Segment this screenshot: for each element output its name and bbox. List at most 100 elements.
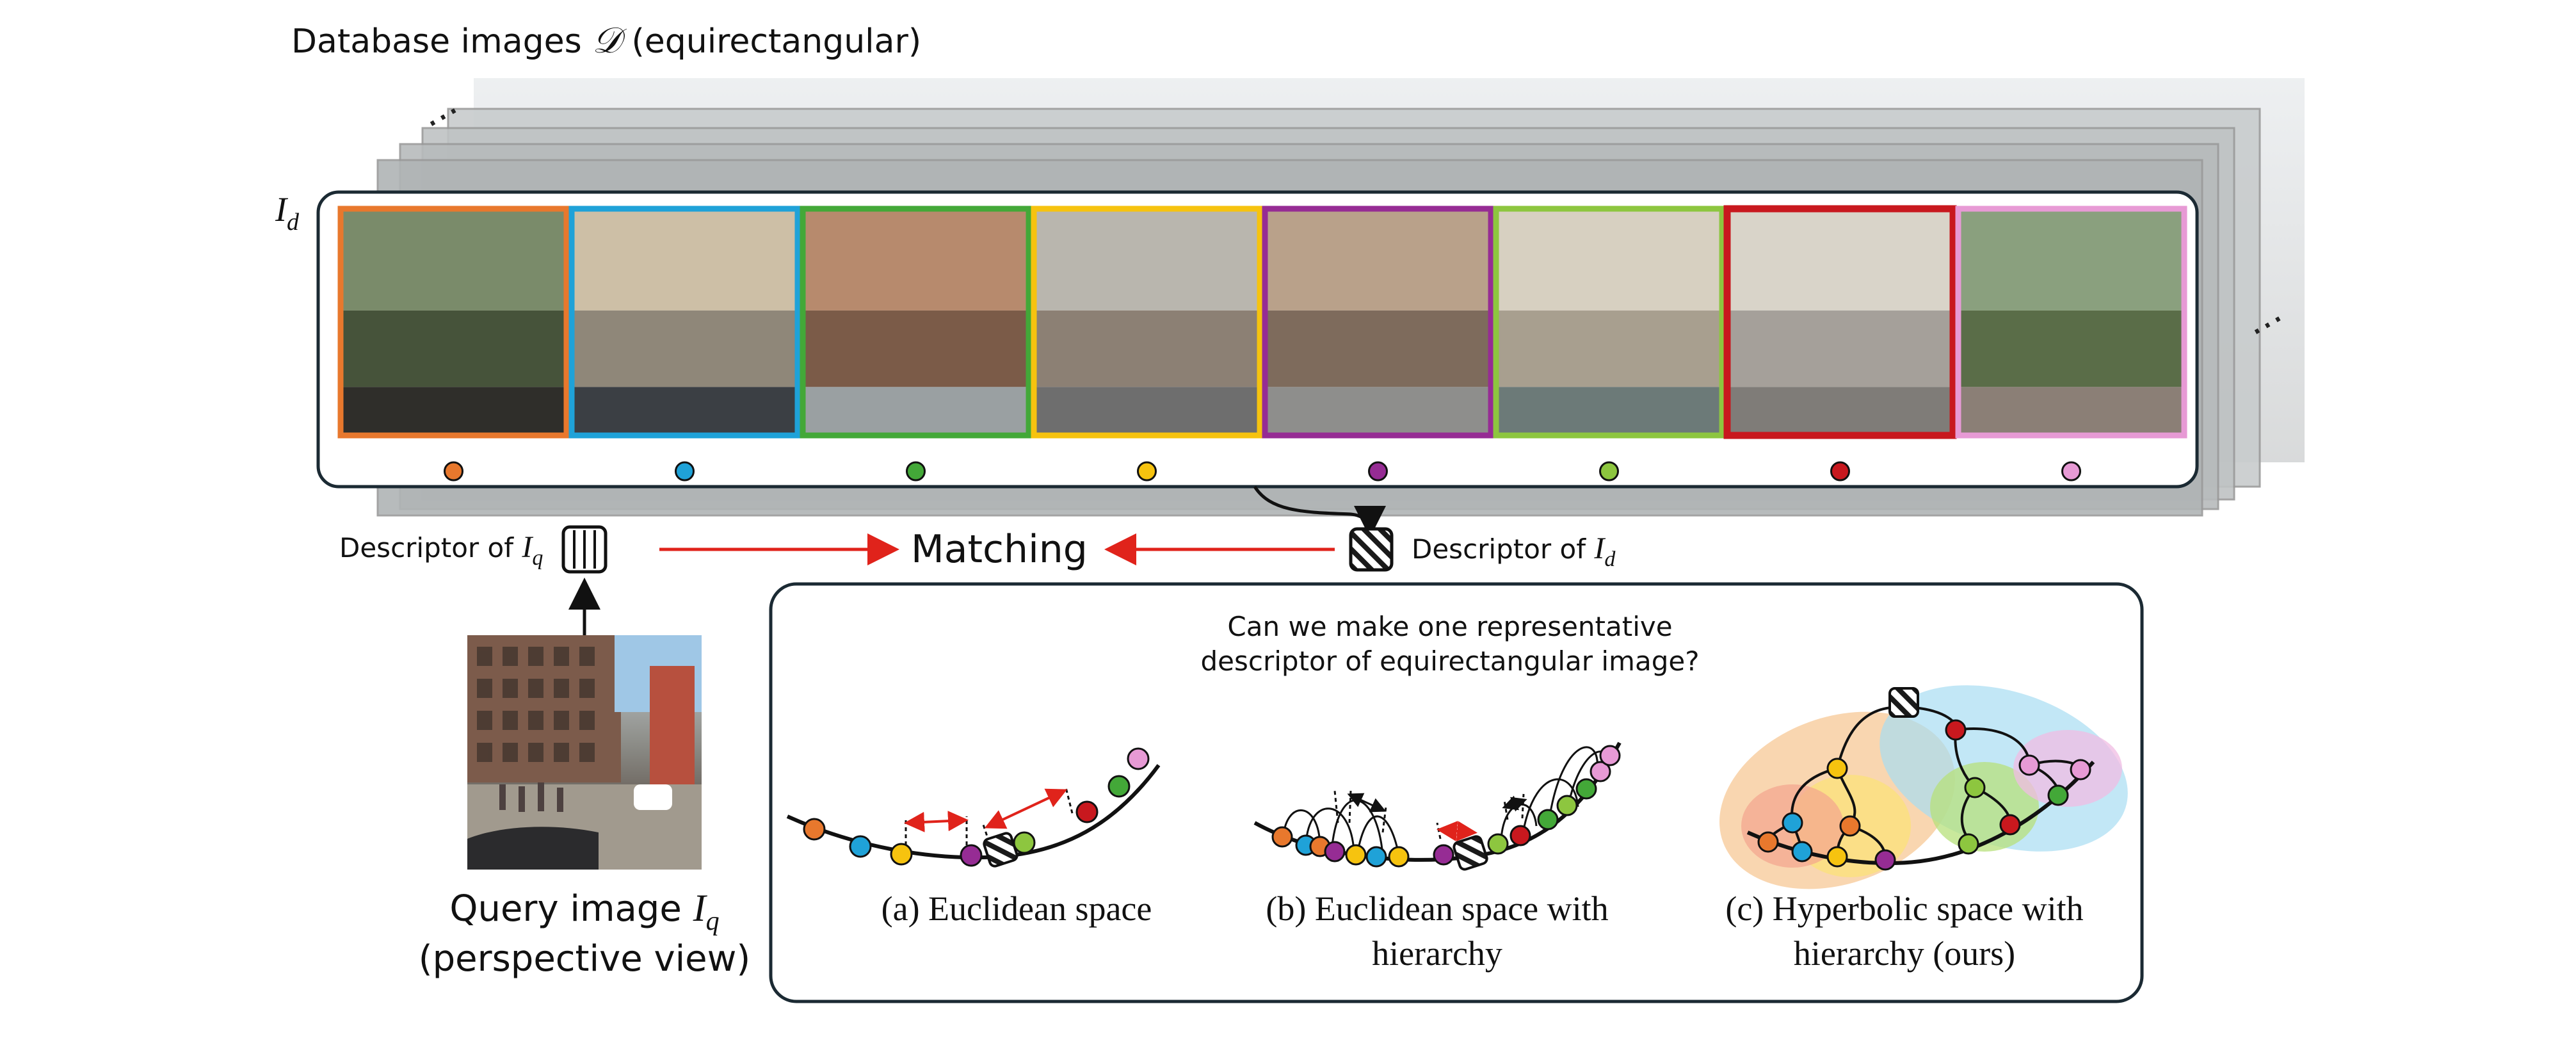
panel-c-node-mixed [2018, 754, 2040, 776]
panel-c-node-mixed [1945, 719, 1967, 741]
database-descriptor-icon [1349, 527, 1394, 572]
question-line1: Can we make one representative [1227, 611, 1672, 642]
panel-b-dot [1575, 778, 1597, 800]
panorama-segment [1723, 205, 1957, 482]
panel-b-dot [1345, 844, 1367, 866]
panel-c-dot-purple [1874, 849, 1896, 871]
panel-c-node-mixed [1964, 777, 1986, 798]
panel-c-dot-green [2047, 784, 2069, 806]
segment-photo-upper [1493, 206, 1725, 311]
segment-photo-lower [569, 387, 800, 438]
descriptor-iq-label: Descriptor of Iq [339, 530, 543, 570]
panel-c-node-mixed [1839, 815, 1861, 837]
segment-color-dot [906, 461, 926, 482]
segment-border [1955, 206, 2187, 439]
question-line2: descriptor of equirectangular image? [1201, 645, 1700, 677]
query-descriptor-icon [561, 525, 608, 574]
panel-c-hyperbolic-hierarchy [1719, 685, 2128, 889]
panorama-segment [800, 206, 1032, 482]
segment-photo-upper [338, 206, 569, 311]
panel-b-caption-line1: (b) Euclidean space with [1266, 889, 1608, 928]
segment-photo-upper [1956, 206, 2187, 311]
segment-color-dot [2061, 461, 2081, 482]
panel-c-caption-line1: (c) Hyperbolic space with [1725, 889, 2083, 928]
panel-b-black-arrow [1502, 795, 1527, 812]
panel-b-dot [1509, 825, 1531, 847]
segment-photo-middle [1031, 310, 1262, 387]
panel-a-dot-pink [1127, 747, 1150, 770]
segment-border [800, 206, 1032, 439]
segment-border [1493, 206, 1725, 439]
panorama-segment [337, 206, 570, 482]
panel-b-dot [1590, 761, 1611, 782]
panel-b-dot [1487, 833, 1509, 855]
segment-photo-middle [1493, 310, 1725, 387]
panel-a-dot-yellow [890, 843, 913, 866]
segment-color-dot [1368, 461, 1388, 482]
panel-b-euclidean-hierarchy [1253, 741, 1622, 871]
segment-photo-middle [338, 310, 569, 387]
panel-b-dot [1324, 841, 1346, 863]
id-label: Id [275, 190, 300, 236]
segment-photo-middle [569, 310, 800, 387]
panel-b-dot [1537, 809, 1559, 830]
segment-photo-lower [1725, 387, 1956, 438]
panel-a-dot-red [1075, 800, 1099, 823]
panel-b-black-arrow [1347, 793, 1387, 813]
panel-a-dot-blue [849, 835, 872, 858]
panorama-segment [1262, 206, 1494, 482]
query-image [467, 635, 702, 870]
panel-a-red-arrow [904, 811, 969, 832]
panel-b-dot [1599, 745, 1621, 766]
segment-photo-lower [1031, 387, 1262, 438]
segment-photo-upper [569, 206, 800, 311]
segment-color-dot [675, 461, 695, 482]
panel-c-node-mixed [1782, 812, 1803, 834]
segment-color-dot [1830, 461, 1850, 482]
database-title: Database images 𝒟 (equirectangular) [291, 21, 921, 61]
panel-c-node-mixed [1826, 757, 1848, 779]
segment-photo-upper [1725, 206, 1956, 311]
panorama-segment [568, 206, 801, 482]
segment-photo-lower [1493, 387, 1725, 438]
segment-photo-lower [1956, 387, 2187, 438]
panel-a-dot-green [1107, 775, 1131, 798]
panel-b-dot [1433, 844, 1454, 866]
panel-c-dot-blue [1791, 841, 1813, 863]
segment-border [1723, 205, 1957, 439]
panel-a-euclidean [786, 747, 1161, 868]
panel-c-dot-lightgreen [1958, 833, 1979, 855]
segment-border [337, 206, 570, 439]
segment-photo-lower [1262, 387, 1493, 438]
query-caption-line2: (perspective view) [419, 938, 751, 980]
comparison-box [769, 582, 2144, 1003]
panel-a-dot-lightgreen [1013, 831, 1036, 854]
segment-photo-middle [800, 310, 1031, 387]
segment-photo-lower [338, 387, 569, 438]
segment-color-dot [444, 461, 463, 482]
panel-c-caption-line2: hierarchy (ours) [1794, 934, 2015, 973]
panel-b-red-arrow [1437, 821, 1477, 841]
segment-photo-lower [800, 387, 1031, 438]
panel-b-dot [1556, 795, 1578, 816]
panorama-segment [1493, 206, 1725, 482]
panel-a-caption: (a) Euclidean space [881, 889, 1152, 928]
panel-a-dot-orange [803, 818, 826, 841]
segment-color-dot [1599, 461, 1619, 482]
segment-photo-upper [1031, 206, 1262, 311]
segment-photo-upper [1262, 206, 1493, 311]
segment-photo-upper [800, 206, 1031, 311]
segment-color-dot [1137, 461, 1157, 482]
segment-border [1031, 206, 1263, 439]
panorama-segment [1031, 206, 1263, 482]
panel-b-descriptor [1453, 835, 1488, 871]
panel-b-dot [1365, 846, 1387, 868]
segment-border [568, 206, 801, 439]
panel-c-dot-yellow [1826, 846, 1848, 868]
panel-b-dot [1388, 846, 1410, 868]
panel-b-dot [1271, 826, 1293, 848]
panel-b-caption-line2: hierarchy [1372, 934, 1502, 973]
panorama-segment [1955, 206, 2187, 482]
panel-a-dot-purple [960, 844, 983, 867]
